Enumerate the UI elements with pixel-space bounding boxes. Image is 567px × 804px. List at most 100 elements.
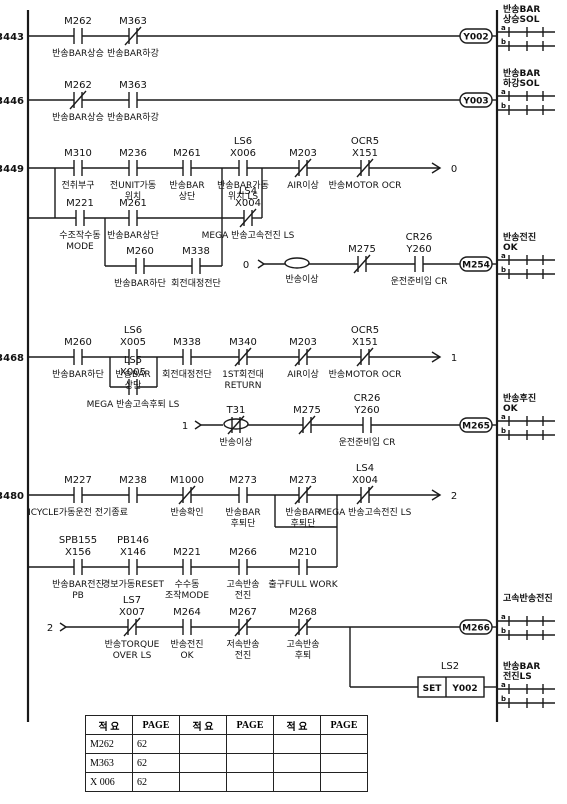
contact-caption: 반송BAR [169,180,204,191]
nc-slash [234,347,252,367]
output-label: 하강SOL [503,77,540,89]
xref-cell: 62 [132,772,180,792]
xref-cell [179,753,227,773]
contact-caption: 수수동 [175,579,200,590]
rung-address: 3449 [0,164,24,175]
contact-caption: 저속반송 [226,639,259,650]
contact-caption: 반송BAR [285,507,320,518]
contact-caption: AIR이상 [287,180,319,191]
arrow-head [59,622,68,632]
output-label: 반송BAR [503,67,540,79]
contact-label: X007 [119,607,145,618]
contact-caption: 반송BAR하강 [107,112,159,123]
contact-caption: 반송MOTOR OCR [329,180,402,191]
coil-label: Y002 [462,33,488,43]
contact-caption: 반송TORQUE [105,639,160,650]
contact-caption: 반송BAR가동 [217,180,269,191]
ab-mark: a [501,413,506,421]
contact-tag: OCR5 [351,325,379,336]
contact-caption: 전진 [235,650,252,661]
xref-cell [273,772,321,792]
contact-caption: 전진 [235,590,252,601]
contact-caption: 후퇴단 [231,518,256,529]
contact-caption: 후퇴단 [291,518,316,529]
contact-label: M261 [173,148,201,159]
ab-mark: b [501,695,506,703]
contact-label: M203 [289,337,317,348]
contact-label: M275 [293,405,321,416]
xref-row: M363 62 [85,753,368,773]
contact-caption: 반송BAR상단 [107,230,159,241]
contact-label: M261 [119,198,147,209]
xref-cell [226,734,274,754]
xref-cell [226,753,274,773]
contact-caption: 전취부구 [61,180,94,191]
contact-caption: 반송이상 [219,437,252,448]
coil-label: M254 [462,261,490,271]
contact-label: Y260 [353,405,379,416]
nc-slash [178,485,196,505]
contact-label: M236 [119,148,147,159]
xref-cell [179,734,227,754]
contact-label: M260 [126,246,154,257]
contact-tag: CR26 [406,232,433,243]
output-label: 상승SOL [503,13,540,25]
nc-slash [353,254,371,274]
xref-cell [226,772,274,792]
output-label: OK [503,243,519,253]
contact-label: Y260 [405,244,431,255]
connector-label: 2 [451,491,457,502]
ab-mark: a [501,88,506,96]
contact-caption: 후퇴 [295,650,312,661]
contact-tag: SPB155 [59,535,97,546]
connector-label: 0 [243,260,249,271]
rung-address: 3443 [0,32,24,43]
contact-caption: 반송BAR하단 [114,278,166,289]
contact-caption: 반송이상 [285,274,318,285]
arrow-head [194,420,203,430]
contact-label: M363 [119,80,147,91]
contact-tag: CR26 [354,393,381,404]
nc-slash [298,415,316,435]
xref-header: 적 요 [273,715,321,735]
contact-caption: 반송BAR하강 [107,48,159,59]
rung-contact: M238 [119,475,147,503]
contact-caption: RETURN [224,381,261,391]
xref-cell [273,734,321,754]
connector-label: 1 [182,421,188,432]
contact-label: M210 [289,547,317,558]
coil-shape [459,28,493,44]
contact-label: X006 [230,148,256,159]
contact-tag: LS7 [123,595,141,606]
contact-caption: 운전준비입 CR [339,436,396,448]
sub-contact: M275 [348,244,376,274]
xref-cell: 62 [132,753,180,773]
ab-mark: b [501,427,506,435]
contact-caption: MODE [66,242,94,252]
xref-header: PAGE [132,715,180,735]
xref-header: 적 요 [85,715,133,735]
output-label: OK [503,404,519,414]
contact-label: M338 [182,246,210,257]
xref-row: M262 62 [85,734,368,754]
